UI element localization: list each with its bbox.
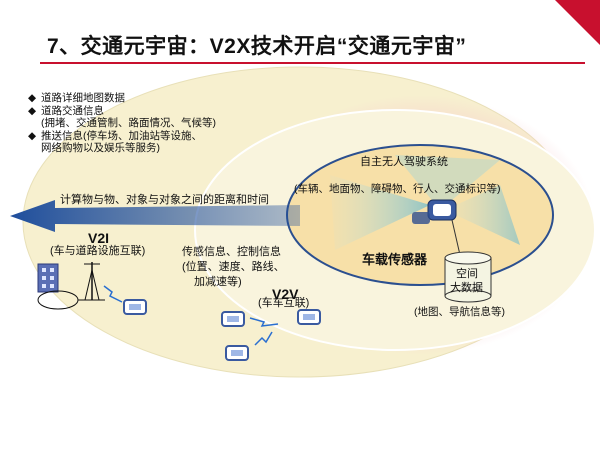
autonomous-system-title: 自主无人驾驶系统 xyxy=(360,156,448,168)
sensor-beam-top xyxy=(395,155,500,210)
bullet-text: 网络购物以及娱乐等服务) xyxy=(41,142,160,154)
title-underline xyxy=(40,62,585,64)
sensor-beam-right xyxy=(445,185,520,245)
bullet-item: 网络购物以及娱乐等服务) xyxy=(28,142,216,155)
bullet-marker: ◆ xyxy=(28,92,37,104)
big-data-caption: (地图、导航信息等) xyxy=(414,306,505,318)
bullet-text: 道路交通信息 xyxy=(41,104,104,117)
bullet-text: 道路详细地图数据 xyxy=(41,92,125,104)
v2i-title: V2I xyxy=(88,230,110,246)
antenna-tower-icon xyxy=(84,262,100,301)
signal-zigzag xyxy=(249,317,279,327)
sensor-info-line: (位置、速度、路线、 xyxy=(182,261,285,273)
page-title: 7、交通元宇宙：V2X技术开启“交通元宇宙” xyxy=(47,35,467,58)
info-bullet-list: ◆ 道路详细地图数据 ◆ 道路交通信息 (拥堵、交通管制、路面情况、气候等) ◆ 推送… xyxy=(28,92,216,155)
bullet-item: ◆ 道路交通信息 xyxy=(28,105,216,118)
car-icon xyxy=(225,345,249,361)
car-icon xyxy=(412,212,430,224)
bullet-item: ◆ 推送信息(停车场、加油站等设施、 xyxy=(28,130,216,143)
big-data-label: 大数据 xyxy=(450,282,483,294)
distance-arrow xyxy=(10,200,300,232)
building-icon xyxy=(37,263,59,293)
car-icon xyxy=(297,309,321,325)
onboard-car-icon xyxy=(427,199,457,221)
sensor-info-line: 传感信息、控制信息 xyxy=(182,246,281,258)
signal-zigzag xyxy=(254,331,273,346)
database-icon xyxy=(444,219,492,303)
bullet-marker: ◆ xyxy=(28,129,37,142)
bullet-item: ◆ 道路详细地图数据 xyxy=(28,92,216,105)
corner-accent xyxy=(555,0,600,45)
onboard-sensor-label: 车载传感器 xyxy=(362,252,428,267)
car-icon xyxy=(221,311,245,327)
bullet-item: (拥堵、交通管制、路面情况、气候等) xyxy=(28,117,216,130)
bullet-marker: ◆ xyxy=(28,104,37,117)
detected-objects-label: (车辆、地面物、障碍物、行人、交通标识等) xyxy=(294,183,501,195)
bullet-text: 推送信息(停车场、加油站等设施、 xyxy=(41,129,202,142)
sensor-info-line: 加减速等) xyxy=(194,276,242,288)
v2i-subtitle: (车与道路设施互联) xyxy=(50,245,146,257)
v2v-subtitle: (车车互联) xyxy=(258,297,310,309)
signal-zigzag xyxy=(103,285,123,303)
big-data-label: 空间 xyxy=(456,268,478,280)
bullet-text: (拥堵、交通管制、路面情况、气候等) xyxy=(41,117,216,129)
v2v-title: V2V xyxy=(272,286,299,302)
car-icon xyxy=(123,299,147,315)
sensor-beam-left xyxy=(330,175,430,250)
arrow-label: 计算物与物、对象与对象之间的距离和时间 xyxy=(60,194,269,206)
